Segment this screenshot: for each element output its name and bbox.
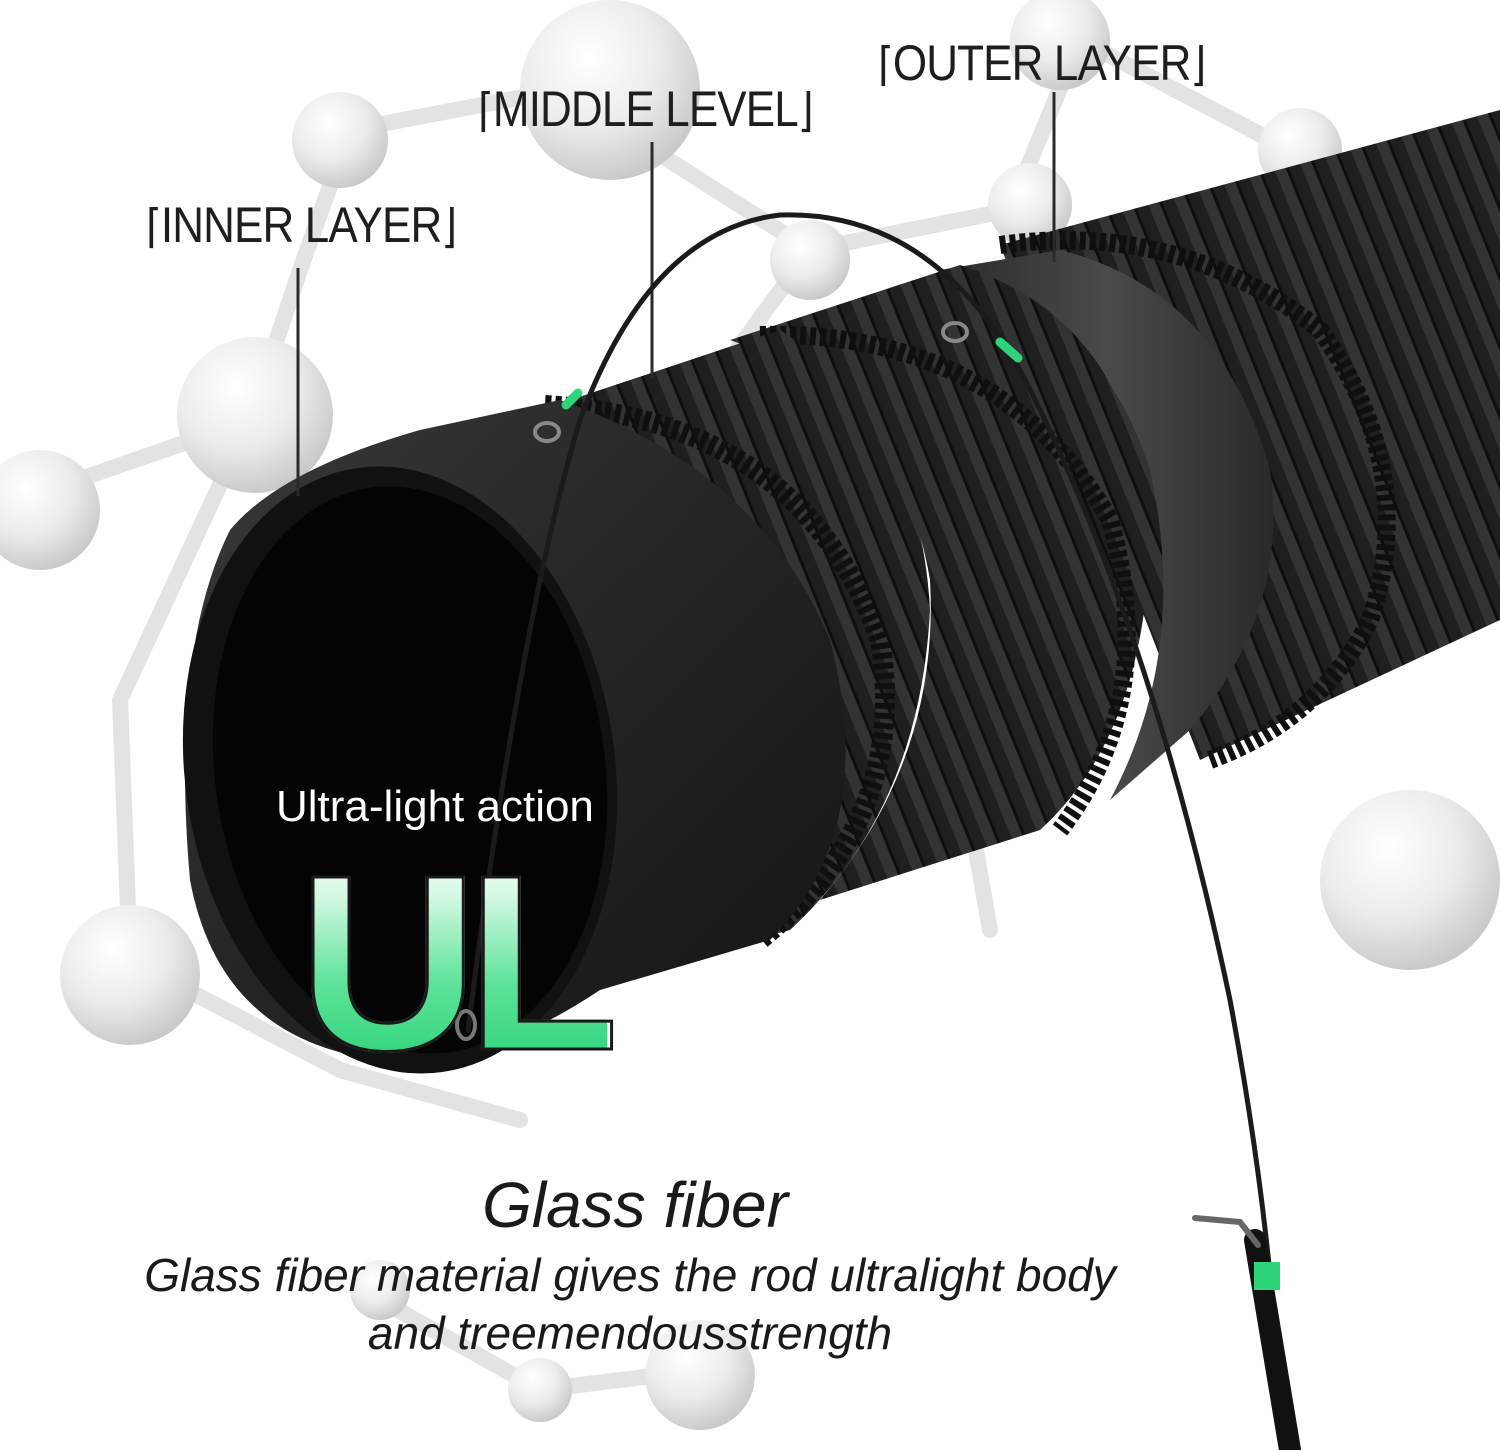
action-caption: Ultra-light action <box>276 782 594 831</box>
outer-layer-label: ⌈OUTER LAYER⌋ <box>878 35 1206 91</box>
feature-title: Glass fiber <box>482 1169 788 1241</box>
inner-layer-label: ⌈INNER LAYER⌋ <box>146 197 457 253</box>
callout-lines <box>296 92 1056 496</box>
inner-layer-tube <box>182 400 846 1074</box>
feature-description: Glass fiber material gives the rod ultra… <box>0 1246 1260 1362</box>
description-line-2: and treemendousstrength <box>367 1307 893 1359</box>
fishing-rod-tip <box>455 212 1301 1450</box>
description-line-1: Glass fiber material gives the rod ultra… <box>144 1249 1116 1301</box>
outer-layer-band <box>940 250 1274 800</box>
middle-level-label: ⌈MIDDLE LEVEL⌋ <box>478 81 814 137</box>
action-code: UL <box>296 823 620 1102</box>
